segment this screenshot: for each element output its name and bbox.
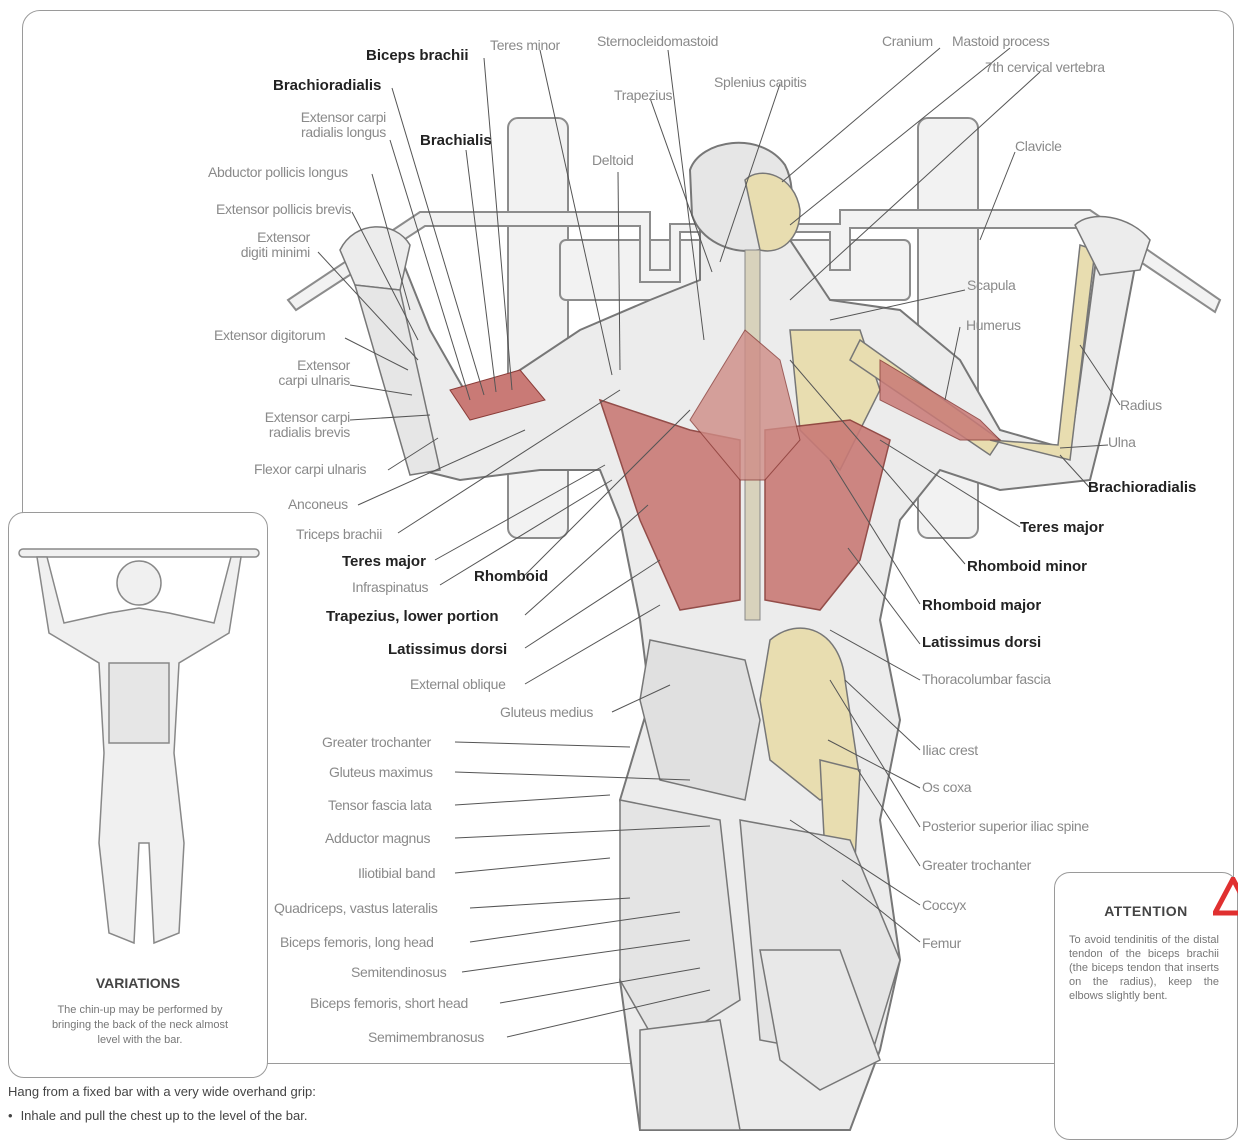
attention-panel: ATTENTION To avoid tendinitis of the dis… [1054,872,1238,1140]
instruction-line-2-text: Inhale and pull the chest up to the leve… [21,1108,308,1123]
label-tensor-fascia-lata: Tensor fascia lata [328,798,432,813]
label-humerus: Humerus [966,318,1021,333]
label-teres-major-left: Teres major [342,554,426,569]
label-quadriceps-vastus-lateralis: Quadriceps, vastus lateralis [274,901,438,916]
label-rhomboid: Rhomboid [474,569,548,584]
label-flexor-carpi-ulnaris: Flexor carpi ulnaris [254,462,366,477]
variations-title: VARIATIONS [9,975,267,991]
label-trapezius-lower-portion: Trapezius, lower portion [326,609,499,624]
attention-title: ATTENTION [1055,903,1237,919]
bullet: • [8,1108,13,1123]
label-femur: Femur [922,936,961,951]
label-extensor-carpi-radialis-longus: Extensor carpi radialis longus [262,110,386,140]
label-coccyx: Coccyx [922,898,966,913]
label-extensor-digiti-minimi: Extensor digiti minimi [206,230,310,260]
label-7th-cervical-vertebra: 7th cervical vertebra [985,60,1105,75]
label-ulna: Ulna [1108,435,1136,450]
instructions: Hang from a fixed bar with a very wide o… [8,1084,316,1132]
label-os-coxa: Os coxa [922,780,971,795]
label-teres-major-right: Teres major [1020,520,1104,535]
variations-text: The chin-up may be performed by bringing… [45,1003,235,1048]
label-brachioradialis-left: Brachioradialis [273,78,381,93]
label-greater-trochanter-left: Greater trochanter [322,735,431,750]
label-mastoid-process: Mastoid process [952,34,1049,49]
instruction-line-2: • Inhale and pull the chest up to the lev… [8,1108,316,1123]
label-thoracolumbar-fascia: Thoracolumbar fascia [922,672,1051,687]
label-extensor-carpi-radialis-brevis: Extensor carpi radialis brevis [232,410,350,440]
label-iliac-crest: Iliac crest [922,743,978,758]
variations-panel: VARIATIONS The chin-up may be performed … [8,512,268,1078]
label-semimembranosus: Semimembranosus [368,1030,484,1045]
label-iliotibial-band: Iliotibial band [358,866,435,881]
label-scapula: Scapula [967,278,1016,293]
label-adductor-magnus: Adductor magnus [325,831,430,846]
label-anconeus: Anconeus [288,497,348,512]
label-splenius-capitis: Splenius capitis [714,75,806,90]
label-semitendinosus: Semitendinosus [351,965,446,980]
label-teres-minor: Teres minor [490,38,560,53]
label-latissimus-dorsi-left: Latissimus dorsi [388,642,507,657]
label-trapezius: Trapezius [614,88,672,103]
label-biceps-brachii: Biceps brachii [366,48,469,63]
label-brachialis: Brachialis [420,133,492,148]
label-gluteus-maximus: Gluteus maximus [329,765,433,780]
label-latissimus-dorsi-right: Latissimus dorsi [922,635,1041,650]
label-cranium: Cranium [882,34,933,49]
label-extensor-digitorum: Extensor digitorum [214,328,325,343]
label-clavicle: Clavicle [1015,139,1062,154]
attention-text: To avoid tendinitis of the distal tendon… [1069,933,1219,1003]
label-infraspinatus: Infraspinatus [352,580,428,595]
label-extensor-pollicis-brevis: Extensor pollicis brevis [216,202,351,217]
label-radius: Radius [1120,398,1162,413]
label-rhomboid-major: Rhomboid major [922,598,1041,613]
label-posterior-superior-iliac-spine: Posterior superior iliac spine [922,819,1089,834]
label-external-oblique: External oblique [410,677,506,692]
label-gluteus-medius: Gluteus medius [500,705,593,720]
label-extensor-carpi-ulnaris: Extensor carpi ulnaris [246,358,350,388]
label-rhomboid-minor: Rhomboid minor [967,559,1087,574]
instruction-line-1: Hang from a fixed bar with a very wide o… [8,1084,316,1099]
variation-figure [9,513,267,963]
label-biceps-femoris-short-head: Biceps femoris, short head [310,996,468,1011]
label-sternocleidomastoid: Sternocleidomastoid [597,34,718,49]
label-deltoid: Deltoid [592,153,633,168]
label-brachioradialis-right: Brachioradialis [1088,480,1196,495]
label-abductor-pollicis-longus: Abductor pollicis longus [208,165,348,180]
label-biceps-femoris-long-head: Biceps femoris, long head [280,935,434,950]
hand-left [340,227,410,290]
label-triceps-brachii: Triceps brachii [296,527,382,542]
label-greater-trochanter-right: Greater trochanter [922,858,1031,873]
